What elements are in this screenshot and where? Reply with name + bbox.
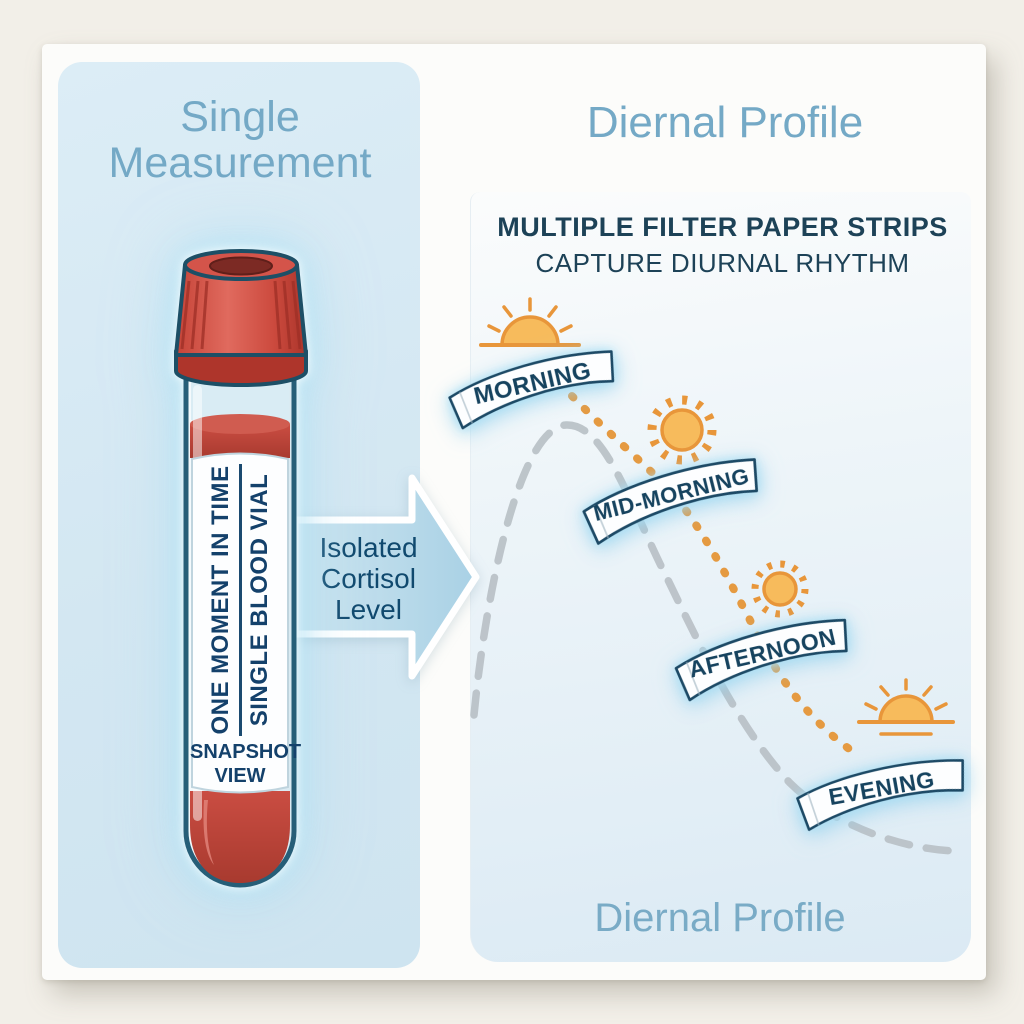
diurnal-profile-caption: Diernal Profile (594, 896, 846, 940)
arrow-label-line2: Cortisol (321, 562, 416, 594)
paper-strip-shape (674, 618, 848, 702)
paper-strip-shape (582, 458, 759, 545)
strip-morning: MORNING (439, 337, 627, 433)
vial-cap (174, 249, 308, 387)
left-panel-title: Single Measurement (75, 94, 405, 187)
vial-label-divider (238, 463, 242, 737)
paper-strip-shape (796, 759, 964, 831)
subtitle-line2: CAPTURE DIURNAL RHYTHM (535, 248, 910, 278)
vial-label-vertical-text: ONE MOMENT IN TIME SINGLE BLOOD VIAL (197, 455, 283, 745)
vial-label-line2: SINGLE BLOOD VIAL (245, 473, 273, 727)
strip-mid-morning: MID-MORNING (560, 442, 784, 552)
arrow-right-icon (291, 474, 480, 680)
vial-label (191, 452, 289, 794)
paper-strip-shape (448, 350, 615, 430)
sun-icon (751, 560, 809, 618)
arrow-label: Isolated Cortisol Level (296, 532, 441, 625)
vial-blood (190, 414, 290, 883)
vial-snapshot-label: SNAPSHOT VIEW (190, 741, 302, 788)
strip-evening: EVENING (781, 745, 984, 835)
arrow-label-line3: Level (335, 593, 402, 625)
arrow-label-line1: Isolated (319, 532, 418, 563)
left-title-line1: Single (180, 93, 300, 141)
right-panel-title: Diernal Profile (586, 98, 864, 147)
sunrise-icon (479, 297, 581, 347)
sunset-icon (857, 678, 955, 736)
sun-icon (647, 395, 717, 465)
blood-vial-illustration (174, 249, 308, 888)
subtitle-line1: MULTIPLE FILTER PAPER STRIPS (497, 212, 948, 242)
strip-afternoon: AFTERNOON (661, 605, 865, 707)
vial-label-line1: ONE MOMENT IN TIME (206, 465, 234, 735)
snapshot-line1: SNAPSHOT (190, 741, 302, 763)
right-panel-subtitle: MULTIPLE FILTER PAPER STRIPS CAPTURE DIU… (490, 212, 955, 279)
snapshot-line2: VIEW (214, 764, 266, 787)
left-title-line2: Measurement (108, 139, 372, 188)
